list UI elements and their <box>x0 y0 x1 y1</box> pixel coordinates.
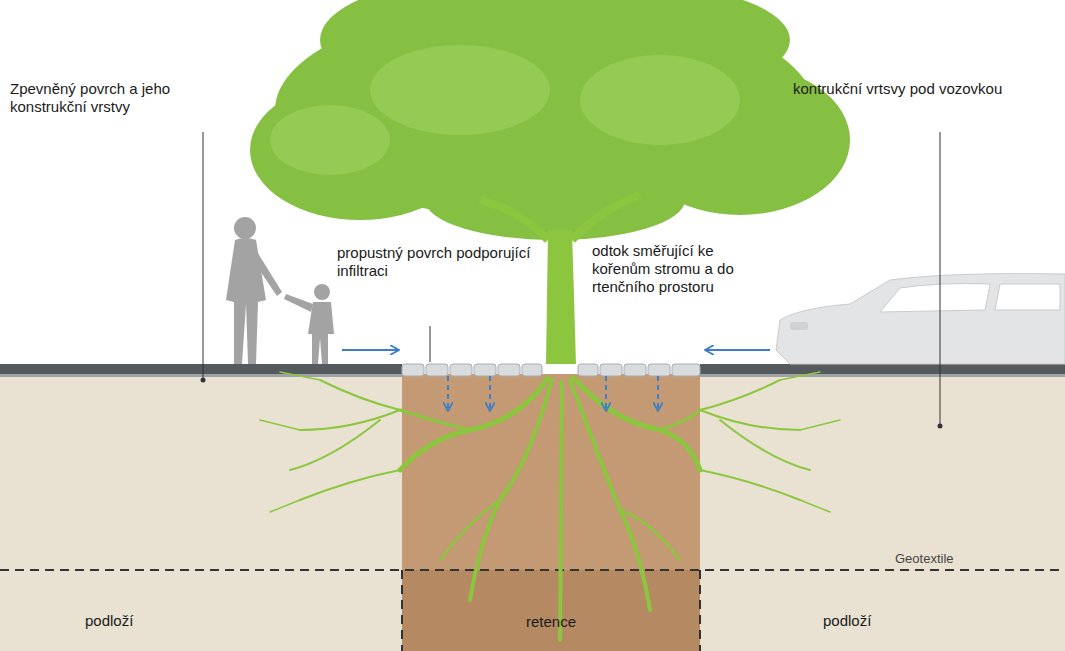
runoff-label: odtok směřující ke kořenům stromu a do r… <box>592 242 767 296</box>
road-layers-label: kontrukční vrtsvy pod vozovkou <box>793 80 1033 98</box>
pavement-label: Zpevněný povrch a jeho konstrukční vrstv… <box>10 80 220 116</box>
geotextile-label: Geotextile <box>895 550 1005 568</box>
subgrade-label: podloží <box>85 612 205 630</box>
retention-zone: retence <box>402 596 700 646</box>
subgrade-label: podloží <box>823 612 943 630</box>
permeable-surface-label: propustný povrch podporující infiltraci <box>337 244 537 280</box>
zone-label: retence <box>526 613 576 630</box>
